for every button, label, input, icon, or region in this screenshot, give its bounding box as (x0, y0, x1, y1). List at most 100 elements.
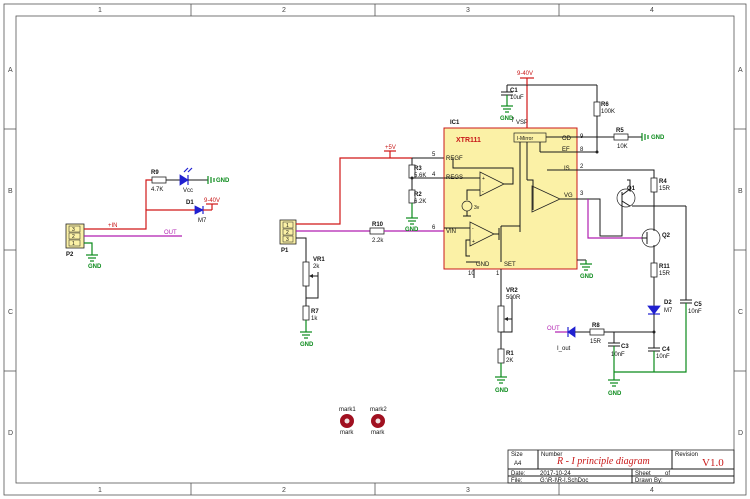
zone-row-d-left: D (8, 430, 13, 437)
q1-ref: Q1 (627, 186, 636, 192)
ic-internal-opamp-1 (479, 171, 505, 197)
ic-pinnum-is: 2 (580, 164, 584, 170)
resistor-r1 (497, 348, 505, 364)
potentiometer-vr1 (302, 261, 310, 287)
ic-designator: IC1 (450, 120, 460, 126)
mark2-val: mark (371, 430, 385, 436)
title-revision-value: V1.0 (702, 457, 724, 469)
p2-pin-3: 3 (72, 227, 75, 233)
ic-pin-regf: REGF (446, 156, 463, 162)
svg-text:-: - (482, 189, 484, 195)
r3-val: 5.6K (414, 173, 426, 179)
title-number-label: Number (541, 452, 562, 458)
svg-text:-: - (472, 226, 474, 232)
led-icon (179, 174, 189, 186)
r4-val: 15R (659, 186, 671, 192)
zone-row-a-left: A (8, 67, 13, 74)
ic-pinnum-ef: 8 (580, 147, 584, 153)
vr2-val: 500R (506, 295, 521, 301)
c5-val: 10nF (688, 309, 702, 315)
title-sheet-label: Sheet (635, 471, 651, 477)
net-out-label-right: OUT (547, 326, 560, 332)
zone-col-1-top: 1 (98, 7, 102, 14)
net-out-label-left: OUT (164, 230, 177, 236)
resistor-r5 (613, 133, 629, 141)
r8-val: 15R (590, 339, 602, 345)
mark1-val: mark (340, 430, 354, 436)
title-size-label: Size (511, 452, 523, 458)
r7-ref: R7 (311, 309, 319, 315)
fiducial-mark1: mark1 mark (339, 407, 356, 436)
r4-ref: R4 (659, 179, 667, 185)
zone-col-2-top: 2 (282, 7, 286, 14)
ic-internal-opamp-2 (469, 221, 495, 247)
connector-p2: 3 2 1 P2 (65, 223, 85, 258)
gnd-label-c3: GND (608, 391, 622, 397)
diode-d1-icon (194, 205, 204, 215)
ic-pin-gnd: GND (476, 262, 490, 268)
vr1-ref: VR1 (313, 257, 325, 263)
ic-pin-set: SET (504, 262, 516, 268)
ic-pinnum-regs: 4 (432, 172, 436, 178)
ic-pinnum-vg: 3 (580, 191, 584, 197)
title-file-label: File: (511, 478, 523, 484)
title-block: Size A4 Number R - I principle diagram R… (507, 449, 735, 484)
zone-row-d-right: D (738, 430, 743, 437)
title-revision-label: Revision (675, 452, 698, 458)
fiducial-mark2: mark2 mark (370, 407, 387, 436)
p2-ref: P2 (66, 252, 74, 258)
p2-pin-1: 1 (72, 241, 75, 247)
title-text: R - I principle diagram (556, 456, 650, 467)
net-in-label: +IN (108, 223, 118, 229)
c5-ref: C5 (694, 302, 702, 308)
c1-ref: C1 (510, 88, 518, 94)
vr2-ref: VR2 (506, 288, 518, 294)
p1-pin-2: 2 (286, 230, 289, 236)
d1-val: M7 (198, 218, 207, 224)
ic-pinnum-vsp: 7 (511, 118, 515, 124)
zone-row-b-left: B (8, 188, 13, 195)
zone-col-2-bottom: 2 (282, 487, 286, 494)
net-9-40v-vsp: 9-40V (517, 71, 533, 77)
gnd-label-c1: GND (500, 116, 514, 122)
gnd-label-p2: GND (88, 264, 102, 270)
ic-pinnum-gnd: 10 (468, 271, 475, 277)
p1-pin-3: 3 (286, 237, 289, 243)
zone-row-c-left: C (8, 309, 13, 316)
r9-ref: R9 (151, 170, 159, 176)
r9-val: 4.7K (151, 187, 163, 193)
r6-ref: R6 (601, 102, 609, 108)
led-iout-icon (567, 326, 576, 338)
zone-col-3-top: 3 (466, 7, 470, 14)
resistor-r7 (302, 305, 310, 321)
r10-ref: R10 (372, 222, 384, 228)
ic-pin-vin: VIN (446, 229, 456, 235)
led-vcc-label: Vcc (183, 188, 193, 194)
title-file-value: G:\R-I\R-I.SchDoc (540, 478, 588, 484)
r1-ref: R1 (506, 351, 514, 357)
resistor-r10 (369, 227, 385, 235)
mark1-ref: mark1 (339, 407, 356, 413)
zone-col-3-bottom: 3 (466, 487, 470, 494)
zone-col-4-top: 4 (650, 7, 654, 14)
zone-col-1-bottom: 1 (98, 487, 102, 494)
net-5v-label: +5V (385, 145, 396, 151)
gnd-label-r7: GND (300, 342, 314, 348)
r8-ref: R8 (592, 323, 600, 329)
mark2-ref: mark2 (370, 407, 387, 413)
r11-val: 15R (659, 271, 671, 277)
r5-ref: R5 (616, 128, 624, 134)
gnd-label-ic: GND (580, 274, 594, 280)
q2-ref: Q2 (662, 233, 671, 239)
zone-row-a-right: A (738, 67, 743, 74)
svg-text:+: + (482, 176, 485, 182)
title-date-label: Date: (511, 471, 526, 477)
r6-val: 100K (601, 109, 615, 115)
title-of-label: of (665, 471, 670, 477)
vr1-val: 2k (313, 264, 320, 270)
zone-row-c-right: C (738, 309, 743, 316)
r1-val: 2K (506, 358, 513, 364)
ic-internal-opamp-3 (531, 185, 561, 213)
